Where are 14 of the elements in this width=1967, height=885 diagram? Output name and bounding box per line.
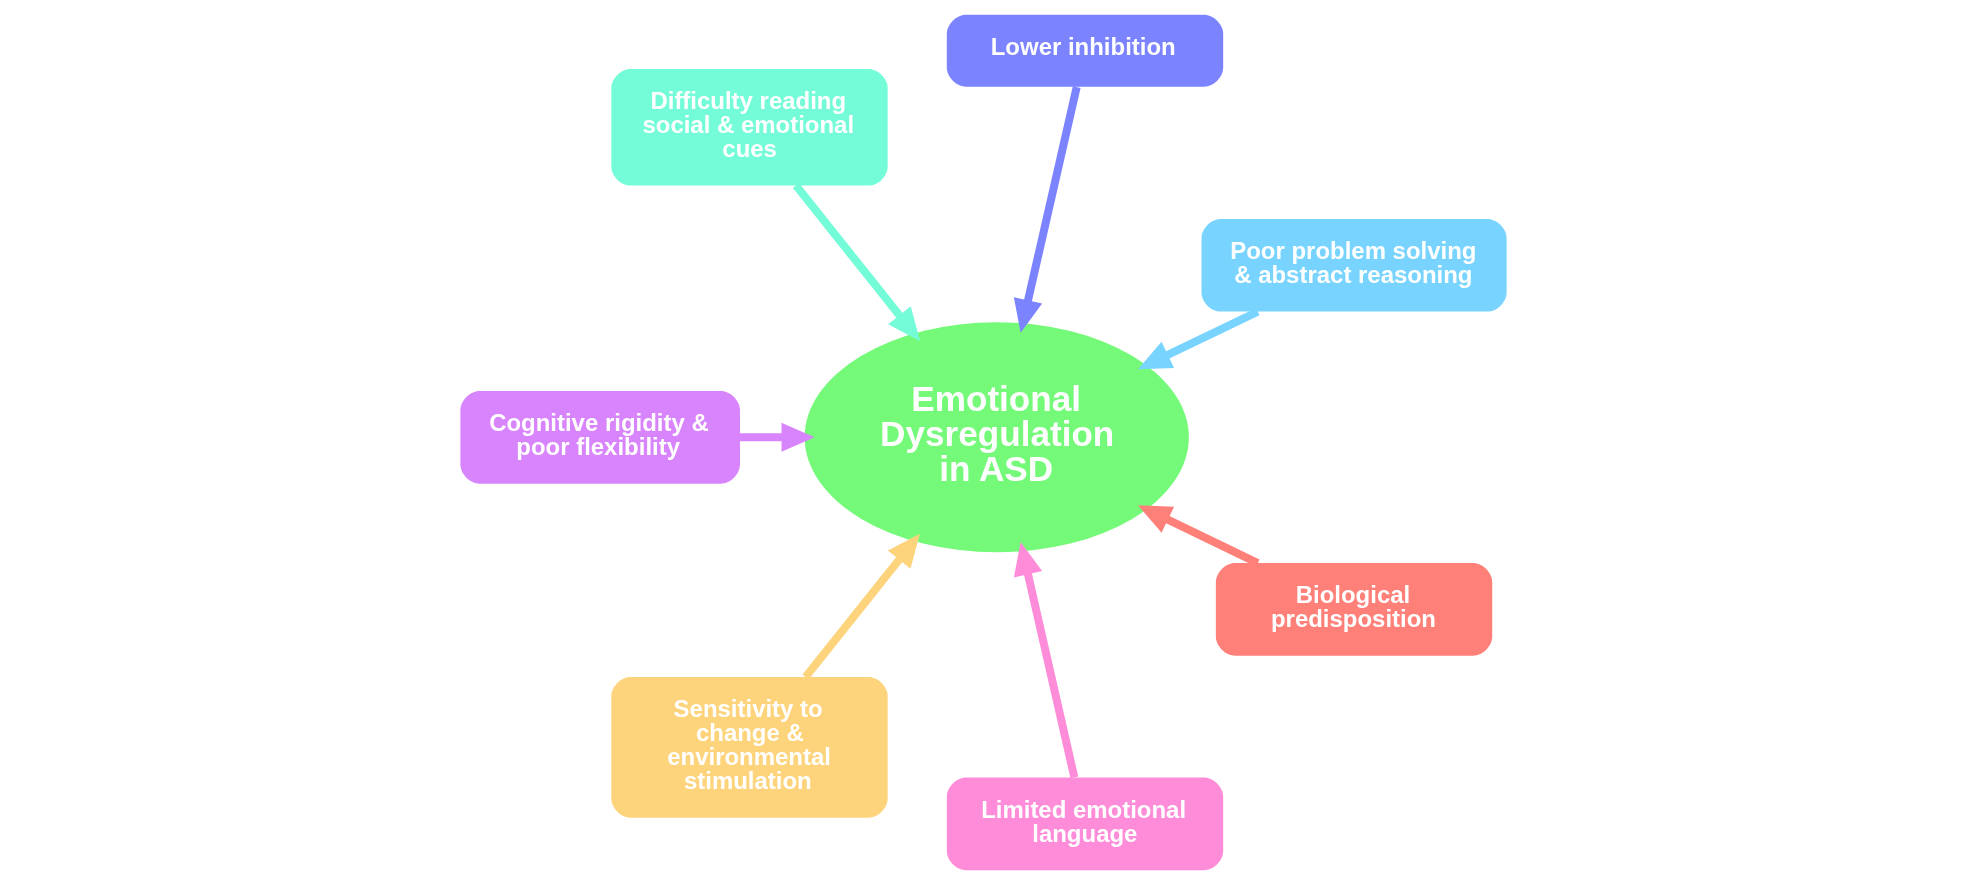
node-box: Limited emotional language bbox=[946, 777, 1224, 871]
arrow bbox=[802, 533, 920, 680]
node-ellipse: Emotional Dysregulation in ASD bbox=[804, 322, 1189, 553]
node-box: Lower inhibition bbox=[946, 14, 1224, 87]
node-box: Difficulty reading social & emotional cues bbox=[611, 68, 888, 186]
arrow bbox=[1013, 86, 1081, 333]
arrow bbox=[792, 183, 921, 342]
node-box: Poor problem solving & abstract reasoning bbox=[1201, 218, 1507, 312]
node-box: Sensitivity to change & environmental stimulation bbox=[611, 677, 888, 818]
arrow bbox=[1013, 541, 1079, 779]
node-box: Biological predisposition bbox=[1215, 563, 1493, 656]
node-box: Cognitive rigidity & poor flexibility bbox=[460, 390, 740, 484]
arrow bbox=[740, 422, 815, 452]
arrow bbox=[1138, 308, 1260, 370]
